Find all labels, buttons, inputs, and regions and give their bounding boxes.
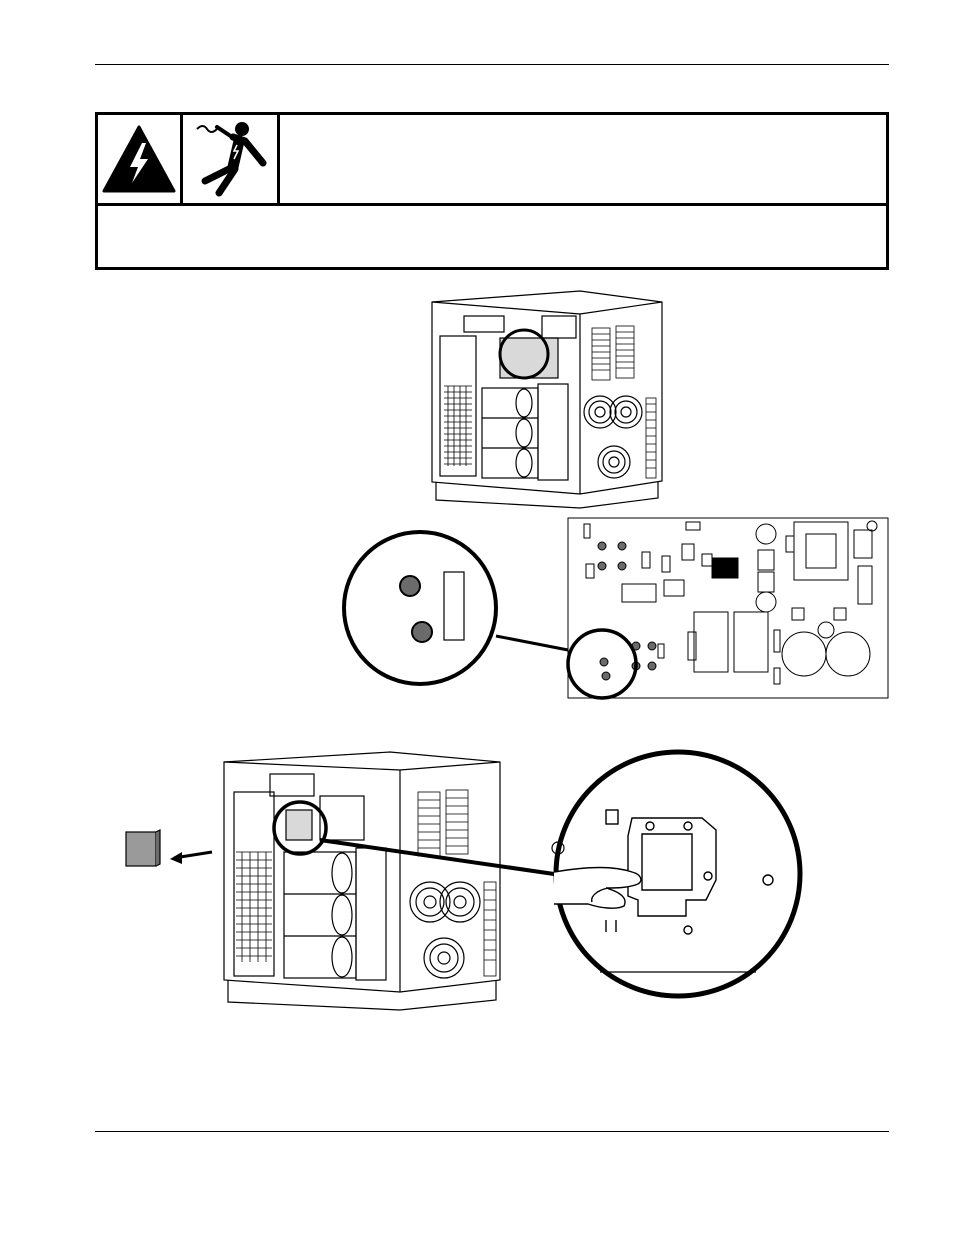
power-supply-overview-figure xyxy=(431,290,663,509)
board-detail-figure xyxy=(342,517,889,700)
hand-on-connector-magnifier xyxy=(551,749,803,999)
warning-header-row xyxy=(98,115,886,206)
warning-heading xyxy=(288,115,878,203)
cover-removal-figure xyxy=(125,749,803,1011)
shock-icon-cell xyxy=(183,115,280,203)
electric-hazard-triangle-icon xyxy=(102,125,176,193)
electric-shock-person-icon xyxy=(196,122,267,197)
warning-box xyxy=(95,112,889,270)
footer-rule xyxy=(95,1131,889,1132)
warning-message xyxy=(98,206,886,264)
hazard-icon-cell xyxy=(98,115,183,203)
test-points-magnifier xyxy=(342,530,498,686)
header-rule xyxy=(95,64,889,65)
